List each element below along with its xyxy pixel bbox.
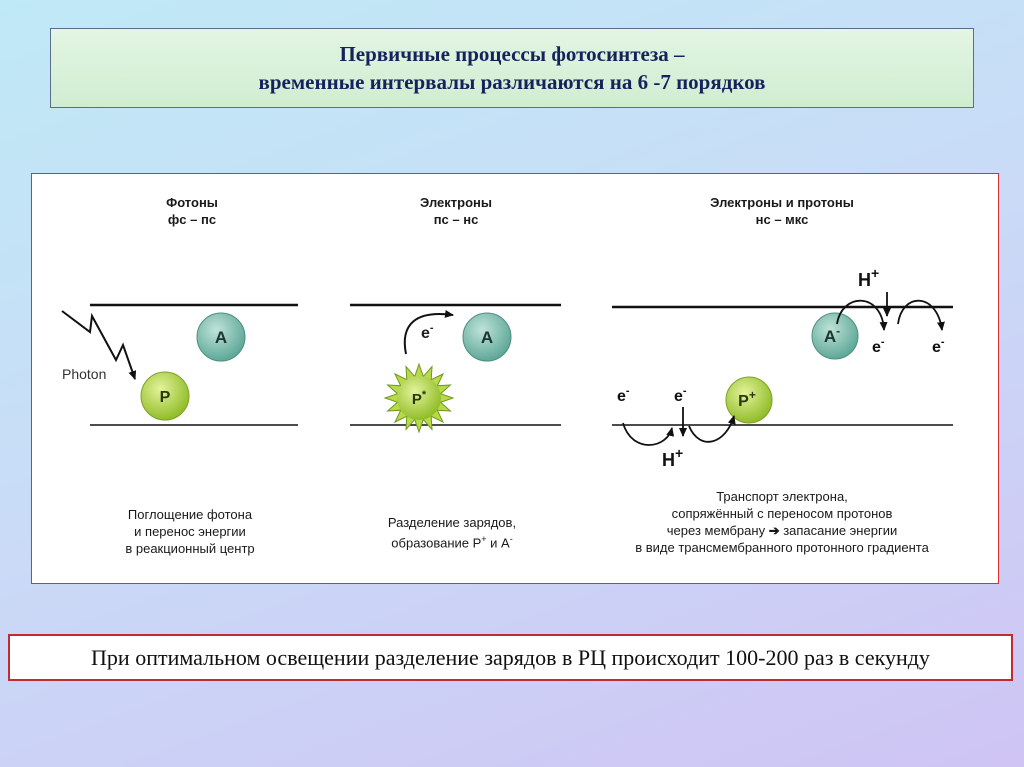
electron-label: e [421, 325, 430, 342]
electron-sup: - [941, 336, 945, 348]
stage-1-caption: Поглощение фотона и перенос энергии в ре… [90, 506, 290, 557]
footer-note: При оптимальном освещении разделение зар… [8, 634, 1013, 681]
electron-arc-lower-1 [622, 422, 675, 446]
stage-2-caption-line: Разделение зарядов, [387, 515, 517, 530]
stage-1-graphic: Photon A P [61, 310, 246, 421]
stage-3-caption-line: Транспорт электрона, [716, 489, 848, 504]
proton-sup-top: + [871, 265, 879, 281]
donor-plus-sup: + [749, 388, 756, 402]
stage-3-caption-line: сопряжённый с переносом протонов [671, 506, 893, 521]
right-arrow-icon: ➔ [768, 523, 780, 538]
donor-p-label: P [738, 393, 749, 410]
caption-minus: - [509, 534, 513, 544]
stage-3-caption-line: через мембрану ➔ запасание энергии [592, 522, 972, 539]
stage-3-title: Электроны и протоны [710, 195, 854, 210]
electron-label: e [932, 339, 941, 356]
electron-label: e [872, 339, 881, 356]
caption-part: через мембрану [666, 523, 769, 538]
proton-label-bottom: H [662, 450, 675, 470]
acceptor-a-label: A [215, 328, 227, 347]
donor-p-circle [140, 371, 190, 421]
stage-1-caption-line: Поглощение фотона [127, 507, 253, 522]
electron-sup: - [626, 385, 630, 397]
svg-text:P*: P* [412, 389, 427, 408]
stage-1-caption-line: и перенос энергии [134, 524, 246, 539]
donor-p-label: P [412, 391, 422, 408]
donor-p-plus-circle [725, 376, 773, 424]
acceptor-a-minus-circle [811, 312, 859, 360]
electron-arc-1 [836, 299, 888, 331]
excited-donor-core [397, 376, 441, 420]
stage-2-caption-line: образование Р+ и А- [362, 531, 542, 551]
photon-label: Photon [62, 366, 106, 382]
caption-part: запасание энергии [779, 523, 898, 538]
stage-1-caption-line: в реакционный центр [125, 541, 255, 556]
donor-star: * [422, 389, 427, 401]
acceptor-a-circle [462, 312, 512, 362]
process-diagram: Photon A P e- A P* A- P+ H+ e [61, 265, 953, 470]
svg-text:e-: e- [674, 385, 687, 405]
slide-title: Первичные процессы фотосинтеза – временн… [50, 28, 974, 108]
stage-3-time: нс – мкс [755, 212, 809, 227]
acceptor-a-label: A [481, 328, 493, 347]
stage-3-graphic: A- P+ H+ e- e- e- e- H+ [617, 265, 945, 470]
svg-text:e-: e- [932, 336, 945, 356]
electron-sup: - [881, 336, 885, 348]
donor-p-label: P [160, 389, 171, 406]
electron-sup: - [430, 322, 434, 334]
stage-1-title: Фотоны [166, 195, 218, 210]
stage-2-time: пс – нс [433, 212, 479, 227]
proton-sup-bottom: + [675, 445, 683, 461]
title-line-2: временные интервалы различаются на 6 -7 … [258, 70, 766, 94]
diagram-panel: Photon A P e- A P* A- P+ H+ e [31, 173, 999, 584]
svg-text:e-: e- [421, 322, 434, 342]
caption-and: и А [486, 535, 510, 551]
caption-prefix: образование Р [391, 535, 482, 551]
electron-label: e [674, 388, 683, 405]
electron-sup: - [683, 385, 687, 397]
photon-arrow [61, 310, 137, 380]
stage-1-header: Фотоны фс – пс [132, 194, 252, 228]
proton-label-top: H [858, 270, 871, 290]
svg-text:H+: H+ [662, 445, 683, 470]
membrane-lines [90, 303, 953, 426]
stage-2-graphic: e- A P* [383, 309, 512, 434]
svg-text:A-: A- [824, 324, 840, 346]
svg-text:e-: e- [872, 336, 885, 356]
caption-plus: + [481, 534, 487, 544]
svg-text:e-: e- [617, 385, 630, 405]
svg-text:P+: P+ [738, 388, 756, 410]
electron-arc-2 [897, 299, 945, 331]
acceptor-minus-sup: - [836, 324, 840, 338]
stage-2-caption: Разделение зарядов, образование Р+ и А- [362, 514, 542, 551]
electron-hop-arrow [403, 309, 454, 355]
title-line-1: Первичные процессы фотосинтеза – [339, 42, 685, 66]
footer-text: При оптимальном освещении разделение зар… [91, 644, 930, 670]
stage-3-caption-line: в виде трансмембранного протонного гради… [635, 540, 929, 555]
electron-label: e [617, 388, 626, 405]
stage-2-title: Электроны [420, 195, 492, 210]
stage-2-header: Электроны пс – нс [386, 194, 526, 228]
electron-arc-lower-2 [688, 415, 736, 443]
acceptor-a-circle [196, 312, 246, 362]
stage-1-time: фс – пс [167, 212, 217, 227]
acceptor-a-label: A [824, 327, 836, 346]
stage-3-header: Электроны и протоны нс – мкс [672, 194, 892, 228]
svg-text:H+: H+ [858, 265, 879, 290]
stage-3-caption: Транспорт электрона, сопряжённый с перен… [592, 488, 972, 556]
